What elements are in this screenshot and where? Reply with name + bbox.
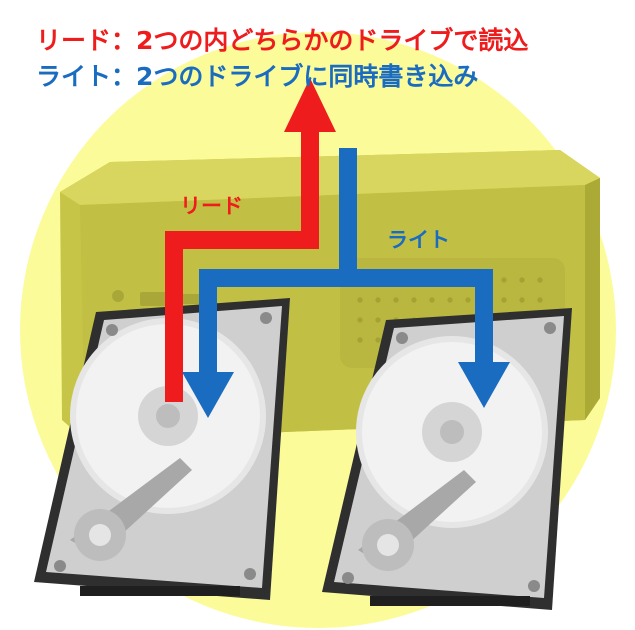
read-arrow-label: リード [180,194,243,218]
write-arrow [182,148,510,418]
write-arrow-label: ライト [387,228,450,252]
hard-disk-drive-icon [322,308,572,610]
read-caption: リード：2つの内どちらかのドライブで読込 [36,26,529,55]
write-caption: ライト：2つのドライブに同時書き込み [36,62,479,91]
read-arrow [165,78,336,402]
